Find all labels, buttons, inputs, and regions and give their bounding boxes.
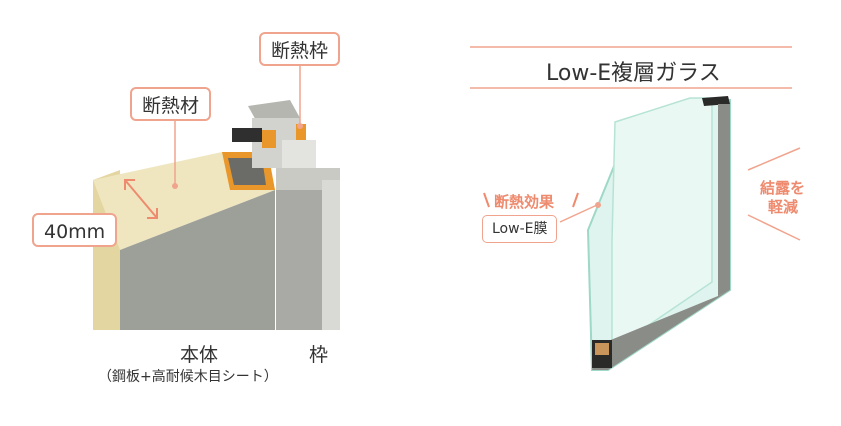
effect-right-line-top (748, 148, 800, 170)
glass-title: Low-E複層ガラス (546, 55, 721, 87)
effect-left-slash-2 (573, 193, 578, 207)
leader-frame-dot (297, 123, 303, 129)
effect-right-line-bottom (748, 215, 800, 240)
frame-mid (282, 140, 316, 168)
body-label: 本体 (180, 340, 218, 367)
leader-insulation-dot (172, 183, 178, 189)
frame-insulation-label: 断熱枠 (259, 32, 340, 66)
frame-column-face (276, 190, 322, 330)
effect-left-slash-1 (484, 193, 489, 207)
insulation-material-label: 断熱材 (130, 87, 211, 121)
glass-edge-right (718, 104, 730, 296)
body-note: （鋼板+高耐候木目シート） (98, 366, 278, 386)
frame-upper-dark (232, 128, 262, 142)
glass-spacer-desiccant (595, 343, 609, 355)
frame-column-side (322, 180, 340, 330)
effect-right-line2: 軽減 (768, 196, 798, 217)
effect-right-line1: 結露を (760, 177, 805, 198)
thickness-label: 40mm (32, 213, 117, 247)
effect-left-label: 断熱効果 (494, 191, 554, 212)
leader-lowe-dot (595, 202, 601, 208)
frame-thermal-break (262, 130, 276, 148)
lowe-film-label: Low-E膜 (482, 215, 557, 243)
frame-label: 枠 (309, 340, 328, 367)
